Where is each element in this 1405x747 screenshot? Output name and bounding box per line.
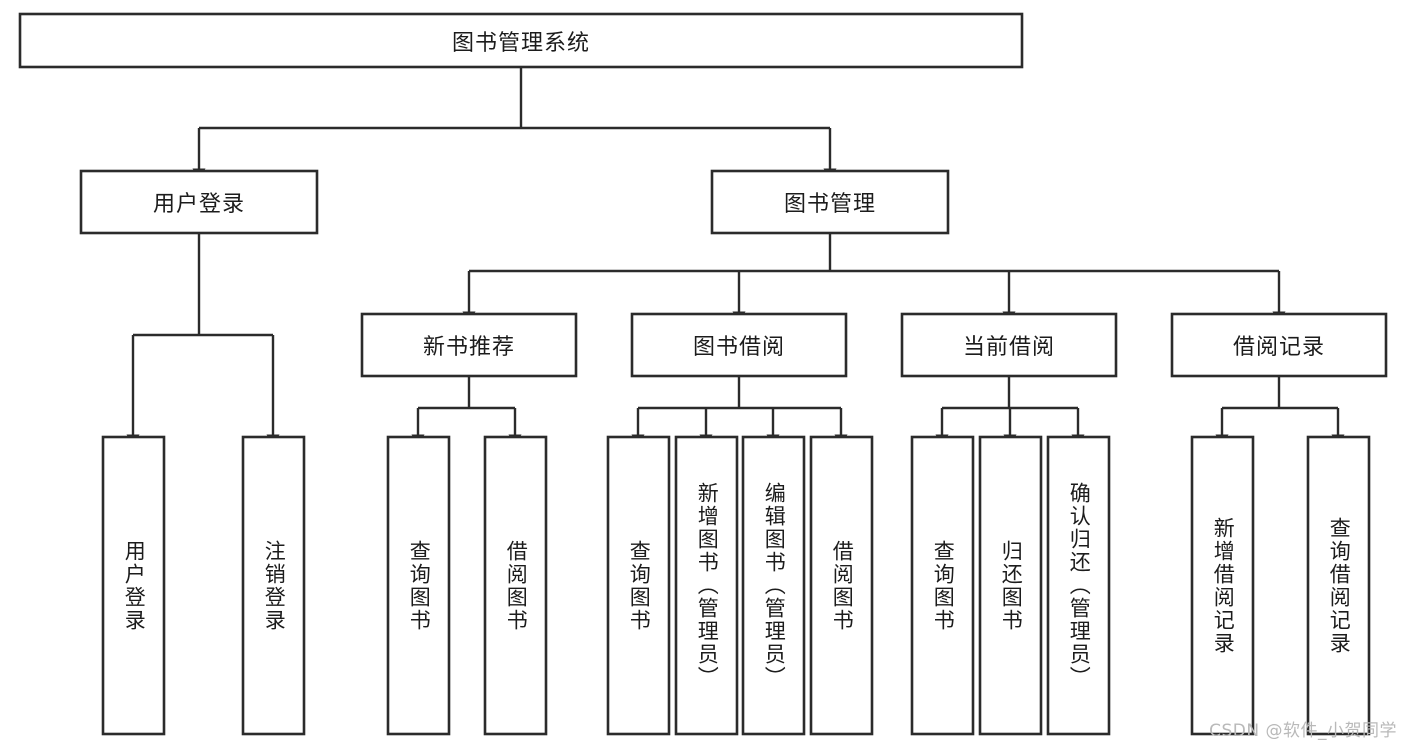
- node-level1-1[interactable]: [710, 169, 950, 235]
- node-leaf-10[interactable]: [1046, 435, 1111, 736]
- node-root[interactable]: [18, 12, 1024, 69]
- node-level2-2[interactable]: [900, 312, 1118, 378]
- node-leaf-7[interactable]: [809, 435, 874, 736]
- node-leaf-6[interactable]: [741, 435, 806, 736]
- node-boxes: [18, 12, 1388, 736]
- node-leaf-2[interactable]: [386, 435, 451, 736]
- node-leaf-11[interactable]: [1190, 435, 1255, 736]
- node-level2-3[interactable]: [1170, 312, 1388, 378]
- watermark-text: CSDN @软件_小贺同学: [1209, 721, 1397, 741]
- connector-edges: [126, 67, 1345, 446]
- node-level1-0[interactable]: [79, 169, 319, 235]
- node-leaf-12[interactable]: [1306, 435, 1371, 736]
- node-leaf-8[interactable]: [910, 435, 975, 736]
- node-leaf-0[interactable]: [101, 435, 166, 736]
- node-leaf-1[interactable]: [241, 435, 306, 736]
- node-leaf-4[interactable]: [606, 435, 671, 736]
- node-level2-1[interactable]: [630, 312, 848, 378]
- node-level2-0[interactable]: [360, 312, 578, 378]
- node-leaf-3[interactable]: [483, 435, 548, 736]
- node-leaf-9[interactable]: [978, 435, 1043, 736]
- node-leaf-5[interactable]: [674, 435, 739, 736]
